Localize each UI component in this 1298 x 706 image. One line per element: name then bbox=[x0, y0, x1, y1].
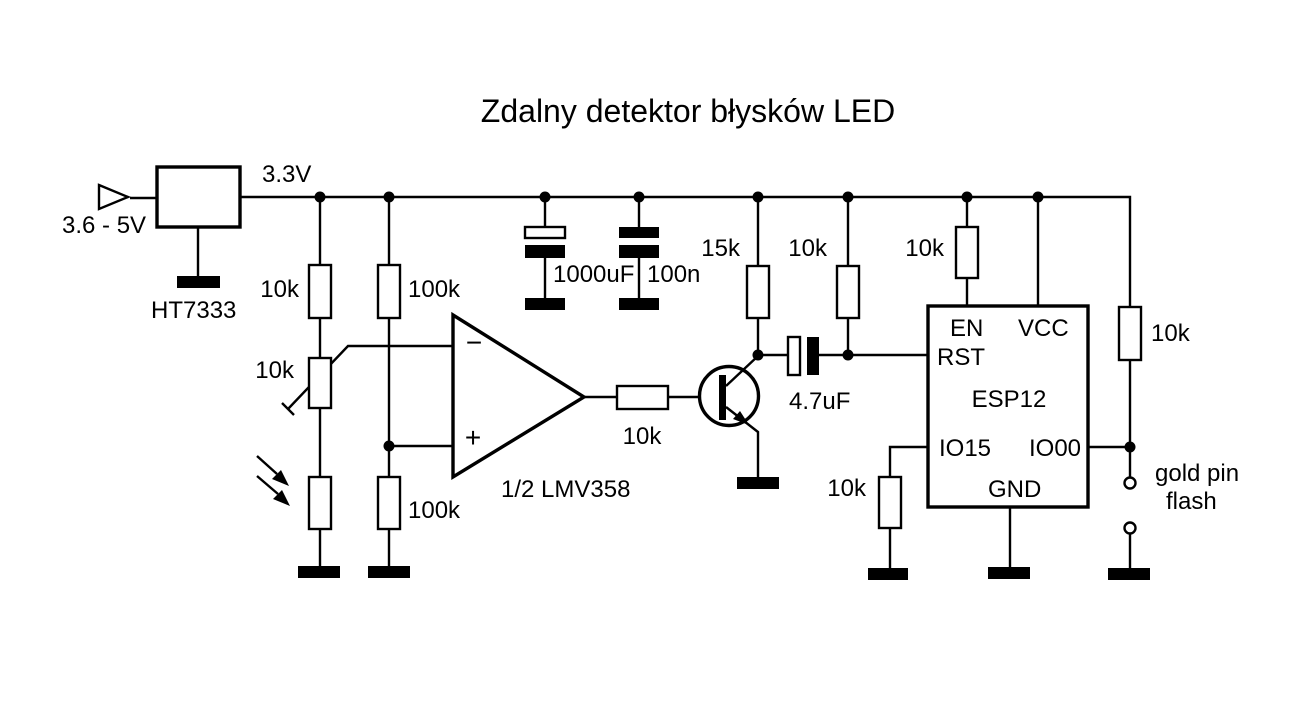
resistor-io00-pullup-label: 10k bbox=[1151, 320, 1191, 347]
decoupling-cap-plate-top bbox=[619, 227, 659, 238]
resistor-ref-bottom-label: 100k bbox=[408, 497, 461, 524]
esp-pin-en: EN bbox=[950, 315, 983, 342]
resistor-en-pullup-label: 10k bbox=[905, 235, 945, 262]
regulator-ground-bar bbox=[177, 276, 220, 288]
opamp-noninverting-input-sign: + bbox=[465, 422, 481, 453]
resistor-collector-pullup-label: 15k bbox=[701, 235, 741, 262]
esp-name: ESP12 bbox=[972, 386, 1047, 413]
coupling-cap-positive-plate bbox=[786, 335, 802, 377]
gold-pin-top bbox=[1123, 476, 1137, 490]
jumper-ground-bar bbox=[1108, 568, 1150, 580]
esp-pin-rst: RST bbox=[937, 344, 985, 371]
junction-dots bbox=[314, 191, 1136, 453]
collector-pullup: 15k bbox=[701, 235, 771, 320]
bulk-cap-positive-plate bbox=[523, 225, 567, 240]
resistor-divider-top-label: 10k bbox=[260, 276, 300, 303]
divider-ground-bar bbox=[298, 566, 340, 578]
transistor bbox=[697, 355, 779, 489]
bulk-capacitor: 1000uF bbox=[523, 225, 634, 310]
io00-pullup: 10k bbox=[1117, 305, 1191, 362]
reference-ground-bar bbox=[368, 566, 410, 578]
bulk-cap-ground-bar bbox=[525, 298, 565, 310]
decoupling-cap-label: 100n bbox=[647, 261, 700, 288]
esp-ground-bar bbox=[988, 567, 1030, 579]
voltage-regulator: HT7333 3.3V bbox=[151, 161, 311, 324]
io15-ground-bar bbox=[868, 568, 908, 580]
resistor-base-series-label: 10k bbox=[623, 423, 663, 450]
resistor-ref-top-label: 100k bbox=[408, 276, 461, 303]
divider-branch: 10k 10k bbox=[255, 263, 340, 578]
resistor-ref-bottom bbox=[376, 475, 402, 531]
rst-pullup: 10k bbox=[788, 235, 861, 320]
esp12-body bbox=[926, 304, 1090, 509]
resistor-ref-top bbox=[376, 263, 402, 320]
light-arrows-icon bbox=[256, 455, 290, 506]
resistor-io15-pulldown bbox=[877, 475, 903, 530]
flash-jumper: gold pin flash bbox=[1108, 460, 1239, 580]
gold-pin-bottom bbox=[1123, 521, 1137, 535]
transistor-collector bbox=[725, 355, 759, 387]
resistor-rst-pullup-label: 10k bbox=[788, 235, 828, 262]
opamp: − + 1/2 LMV358 bbox=[451, 311, 630, 503]
bulk-cap-label: 1000uF bbox=[553, 261, 634, 288]
resistor-io15-pulldown-label: 10k bbox=[827, 475, 867, 502]
esp-pin-gnd: GND bbox=[988, 476, 1041, 503]
gold-pin-label-line2: flash bbox=[1166, 488, 1217, 515]
transistor-body bbox=[697, 364, 761, 428]
coupling-cap-negative-plate bbox=[807, 337, 819, 375]
esp-pin-io00: IO00 bbox=[1029, 435, 1081, 462]
schematic-title: Zdalny detektor błysków LED bbox=[481, 93, 895, 129]
transistor-base-bar bbox=[719, 375, 726, 420]
resistor-base-series bbox=[615, 384, 670, 411]
resistor-en-pullup bbox=[954, 225, 980, 280]
opamp-body bbox=[451, 311, 588, 481]
io15-pulldown: 10k bbox=[827, 475, 908, 580]
input-arrow-icon bbox=[97, 183, 132, 211]
esp-pin-io15: IO15 bbox=[939, 435, 991, 462]
potentiometer-body bbox=[307, 356, 333, 410]
resistor-io00-pullup bbox=[1117, 305, 1143, 362]
transistor-ground-bar bbox=[737, 477, 779, 489]
en-pullup: 10k bbox=[905, 225, 980, 280]
decoupling-capacitor: 100n bbox=[619, 227, 700, 310]
resistor-divider-top bbox=[307, 263, 333, 320]
opamp-inverting-input-sign: − bbox=[466, 327, 482, 358]
decoupling-cap-ground-bar bbox=[619, 298, 659, 310]
esp12-module: EN VCC RST ESP12 IO15 IO00 GND bbox=[926, 304, 1090, 579]
potentiometer-label: 10k bbox=[255, 357, 295, 384]
regulator-body bbox=[155, 165, 242, 229]
transistor-emitter-arrow-icon bbox=[733, 411, 749, 425]
gold-pin-label-line1: gold pin bbox=[1155, 460, 1239, 487]
base-series-resistor: 10k bbox=[615, 384, 670, 450]
photoresistor-body bbox=[307, 475, 333, 531]
resistor-collector-pullup bbox=[745, 264, 771, 320]
coupling-cap-label: 4.7uF bbox=[789, 388, 850, 415]
bulk-cap-negative-plate bbox=[525, 245, 565, 258]
regulator-label: HT7333 bbox=[151, 297, 236, 324]
coupling-capacitor: 4.7uF bbox=[786, 335, 850, 415]
opamp-label: 1/2 LMV358 bbox=[501, 476, 630, 503]
resistor-rst-pullup bbox=[835, 264, 861, 320]
input-voltage-label: 3.6 - 5V bbox=[62, 212, 146, 239]
rail-voltage-label: 3.3V bbox=[262, 161, 311, 188]
decoupling-cap-plate-bottom bbox=[619, 245, 659, 258]
reference-divider: 100k 100k bbox=[368, 263, 461, 578]
esp-pin-vcc: VCC bbox=[1018, 315, 1069, 342]
power-input: 3.6 - 5V bbox=[62, 183, 146, 239]
